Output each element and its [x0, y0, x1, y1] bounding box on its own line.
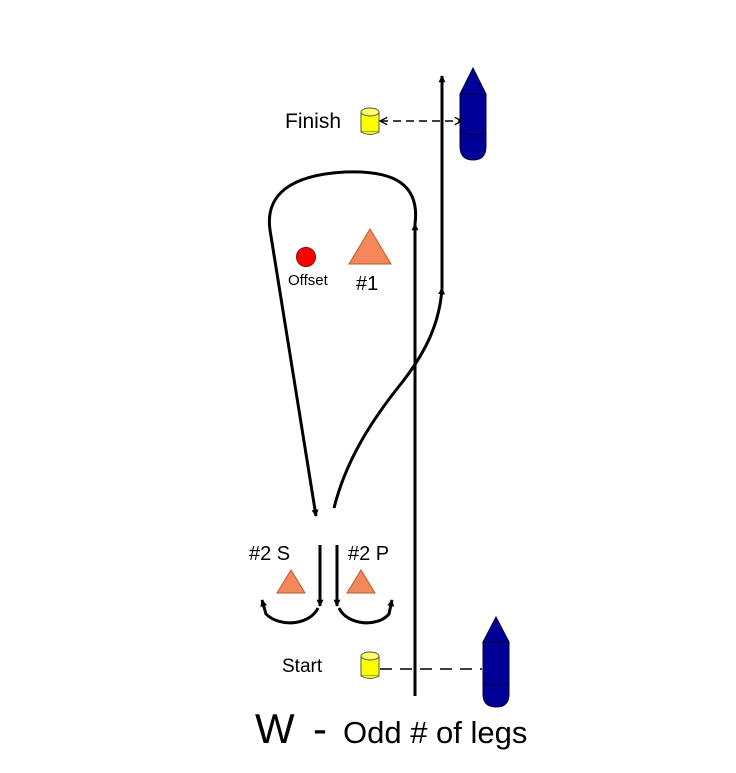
course-letter: W — [255, 705, 295, 752]
offset-label: Offset — [288, 272, 329, 289]
start-pin-buoy — [360, 651, 380, 679]
gate-mark-starboard — [276, 569, 306, 594]
gate-rounding-starboard — [260, 599, 320, 625]
triangle-mark-icon — [348, 228, 392, 265]
boat-icon — [482, 615, 510, 708]
offset-mark — [296, 247, 316, 267]
finish-label: Finish — [285, 110, 341, 133]
gate-starboard-label: #2 S — [249, 543, 290, 565]
title-dash: - — [313, 705, 327, 752]
gate-mark-port — [346, 569, 376, 594]
gate-port-label: #2 P — [348, 543, 389, 565]
mark1-label: #1 — [356, 273, 378, 295]
finish-pin-buoy — [360, 107, 380, 135]
beat-from-gate — [332, 287, 446, 509]
gate-rounding-port — [337, 599, 395, 625]
cylinder-buoy-icon — [360, 651, 380, 679]
finish-committee-boat — [459, 66, 487, 161]
mark-1 — [348, 228, 392, 265]
start-committee-boat — [482, 615, 510, 708]
boat-icon — [459, 66, 487, 161]
start-label: Start — [282, 656, 323, 677]
cylinder-buoy-icon — [360, 107, 380, 135]
course-title: Odd # of legs — [343, 715, 527, 750]
rounding-mark1-and-run — [267, 170, 418, 517]
